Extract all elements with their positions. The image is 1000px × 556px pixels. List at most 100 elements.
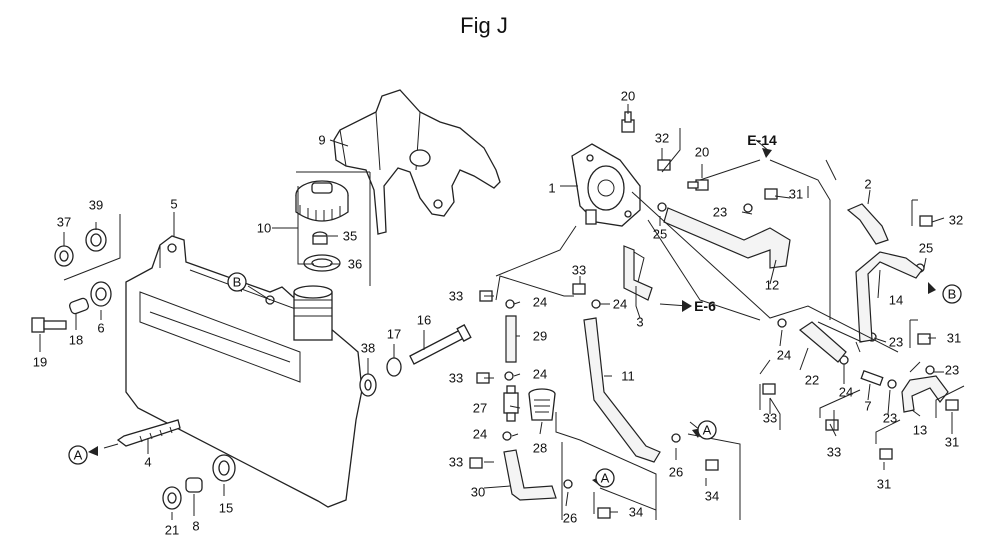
callout: 33	[449, 371, 463, 386]
grommet-39	[85, 228, 107, 252]
grommet-15	[212, 454, 236, 482]
ref-a-label: A	[601, 471, 610, 486]
ref-a-2: A	[595, 468, 615, 488]
ref-a-label: A	[703, 423, 712, 438]
callout: 24	[533, 367, 547, 382]
strainer-ring	[303, 254, 341, 272]
collar-8	[185, 477, 203, 493]
callout: 24	[839, 385, 853, 400]
callout: 39	[89, 198, 103, 213]
callout: 33	[827, 445, 841, 460]
callout: 30	[471, 485, 485, 500]
joint-7	[860, 369, 884, 387]
washer-37	[54, 245, 74, 267]
callout: 26	[563, 511, 577, 526]
ref-b-1: B	[227, 272, 247, 292]
callout: 25	[919, 241, 933, 256]
callout: 5	[170, 197, 177, 212]
bolt-16	[409, 324, 472, 365]
filler-neck	[293, 285, 333, 341]
callout: 29	[533, 329, 547, 344]
washer-17	[386, 357, 402, 377]
bolt-4	[116, 419, 181, 447]
bolt-19	[31, 317, 67, 333]
ref-b-label: B	[233, 275, 242, 290]
ref-a-label: A	[74, 448, 83, 463]
tank-bracket	[333, 89, 501, 235]
collar-18	[68, 297, 90, 315]
callout: 14	[889, 293, 903, 308]
ref-e6: E-6	[694, 298, 716, 314]
callout: 23	[889, 335, 903, 350]
callout: 24	[473, 427, 487, 442]
callout: 31	[947, 331, 961, 346]
hoses	[503, 203, 949, 501]
callout: 13	[913, 423, 927, 438]
callout: 32	[655, 131, 669, 146]
callout: 26	[669, 465, 683, 480]
callout: 32	[949, 213, 963, 228]
callout: 20	[621, 89, 635, 104]
callout: 33	[763, 411, 777, 426]
callout: 34	[705, 489, 719, 504]
fuel-tank	[125, 235, 363, 508]
callout: 7	[864, 399, 871, 414]
callout: 31	[877, 477, 891, 492]
grommet-38	[359, 373, 377, 397]
callout: 20	[695, 145, 709, 160]
callout: 34	[629, 505, 643, 520]
callout: 35	[343, 229, 357, 244]
fuel-cap	[295, 180, 349, 222]
callout: 25	[653, 227, 667, 242]
callout: 24	[533, 295, 547, 310]
leader-lines	[39, 104, 965, 520]
callout: 10	[257, 221, 271, 236]
callout: 2	[864, 177, 871, 192]
ref-a-3: A	[697, 420, 717, 440]
callout: 33	[449, 289, 463, 304]
grommet-6	[90, 281, 112, 307]
callout: 27	[473, 401, 487, 416]
callout: 33	[572, 263, 586, 278]
callout: 12	[765, 278, 779, 293]
callout: 23	[713, 205, 727, 220]
callout: 23	[945, 363, 959, 378]
callout: 4	[144, 455, 151, 470]
callout: 23	[883, 411, 897, 426]
callout: 33	[449, 455, 463, 470]
callout: 15	[219, 501, 233, 516]
callout: 21	[165, 523, 179, 538]
callout: 11	[621, 369, 635, 384]
callout: 3	[636, 315, 643, 330]
callout: 9	[318, 133, 325, 148]
nut-21	[162, 486, 182, 510]
callout: 36	[348, 257, 362, 272]
ref-e14: E-14	[747, 132, 777, 148]
callout: 24	[613, 297, 627, 312]
callout: 28	[533, 441, 547, 456]
ref-a-1: A	[68, 445, 88, 465]
strainer-cup	[528, 388, 556, 421]
callout: 8	[192, 519, 199, 534]
callout: 16	[417, 313, 431, 328]
callout: 1	[548, 181, 555, 196]
bolt-20a	[621, 111, 635, 133]
ref-b-label: B	[948, 287, 957, 302]
fuel-pump	[571, 143, 641, 227]
callout: 18	[69, 333, 83, 348]
ref-b-2: B	[942, 284, 962, 304]
callout: 17	[387, 327, 401, 342]
bolt-20b	[687, 179, 709, 191]
callout: 31	[945, 435, 959, 450]
callout: 24	[777, 348, 791, 363]
callout: 6	[97, 321, 104, 336]
fuel-filter	[503, 385, 519, 422]
callout: 38	[361, 341, 375, 356]
callout: 19	[33, 355, 47, 370]
callout: 31	[789, 187, 803, 202]
callout: 37	[57, 215, 71, 230]
figure-title: Fig J	[460, 13, 508, 38]
callout-labels: 20 32 20 31 23 2 32 9 1 25 12 25 14 39 3…	[33, 89, 963, 538]
cap-packing	[312, 231, 328, 245]
